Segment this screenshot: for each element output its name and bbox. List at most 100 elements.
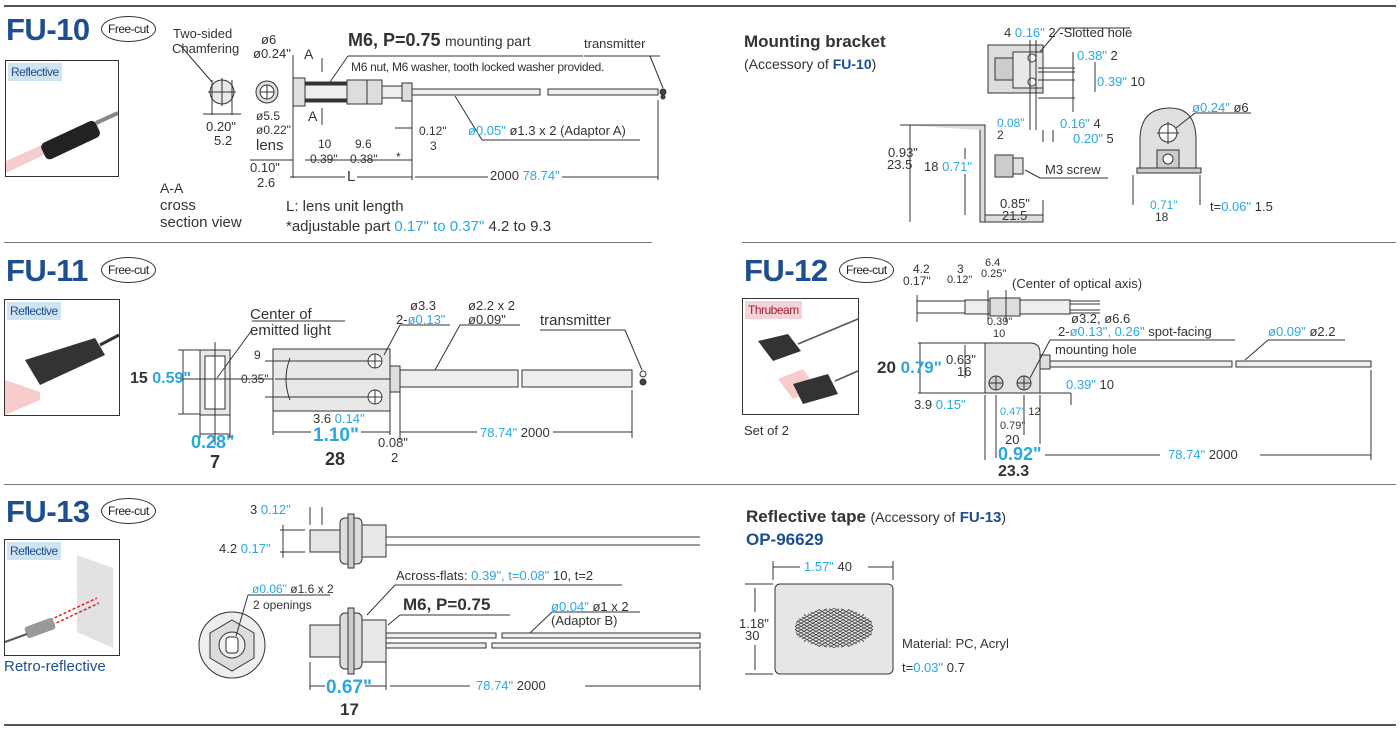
label-cross: cross xyxy=(160,197,196,214)
fu12-optical-axis: (Center of optical axis) xyxy=(1012,276,1143,291)
dim-020: 0.20" xyxy=(206,119,236,134)
fu12-fiber-spec: ø0.09" ø2.2 xyxy=(1268,324,1336,339)
tape-height-in: 1.18" xyxy=(739,616,769,631)
divider-left-1 xyxy=(4,242,652,243)
label-aa: A-A xyxy=(160,180,184,196)
fu12-dim-42: 4.2 xyxy=(913,262,930,276)
fu11-dim-2: 2 xyxy=(391,450,399,465)
fu12-dim-079: 0.79" xyxy=(1000,420,1026,432)
bracket-drawing xyxy=(900,27,1251,223)
section-a-top: A xyxy=(304,46,314,62)
mesh-line xyxy=(828,608,873,633)
fu12-dim-017: 0.17" xyxy=(903,274,931,288)
fu12-dim-10a: 10 xyxy=(993,328,1006,340)
fu12-width-mm: 23.3 xyxy=(998,463,1030,480)
bracket-dim-18b: 18 xyxy=(1155,210,1169,224)
product-photo-fu12: Thrubeam xyxy=(742,298,859,415)
mesh-line xyxy=(823,620,872,648)
dim-038: 0.38" xyxy=(350,152,378,166)
fu12-caption: Set of 2 xyxy=(744,423,789,438)
bracket-screw-label: M3 screw xyxy=(1045,162,1101,177)
mesh-line xyxy=(862,640,865,643)
mesh-line xyxy=(814,616,867,646)
bracket-dim-071b: 0.71" xyxy=(1150,198,1178,212)
note-lens-length: L: lens unit length xyxy=(286,198,404,215)
fu11-width-in: 0.28" xyxy=(191,432,235,452)
mesh-line xyxy=(794,607,835,631)
fu11-dim-36: 3.6 0.14" xyxy=(313,411,365,426)
mesh-line xyxy=(796,620,845,648)
bracket-dim-18: 18 0.71" xyxy=(924,159,973,174)
fiber-spec-fu10: ø0.05" ø1.3 x 2 (Adaptor A) xyxy=(468,123,626,138)
bracket-dim-235: 23.5 xyxy=(887,157,913,172)
dim-012: 0.12" xyxy=(419,124,447,138)
fu12-dim-012: 0.12" xyxy=(947,274,973,286)
mesh-line xyxy=(796,608,845,636)
model-title-fu11: FU-11 xyxy=(6,253,88,288)
bracket-dim-215: 21.5 xyxy=(1002,208,1028,223)
free-cut-badge-fu12: Free-cut xyxy=(839,257,894,283)
fu12-drawing xyxy=(916,290,1372,460)
label-center-emitted-1: Center of xyxy=(250,306,312,323)
thread-spec-fu10: M6, P=0.75 mounting part xyxy=(348,30,531,50)
dim-26: 2.6 xyxy=(257,175,276,190)
fu13-across-flats: Across-flats: 0.39", t=0.08" 10, t=2 xyxy=(396,568,594,583)
fu12-dim-20: 20 xyxy=(1005,432,1020,447)
tape-height-mm: 30 xyxy=(745,628,760,643)
fu13-opening-spec: ø0.06" ø1.6 x 2 xyxy=(252,582,334,596)
dim-10: 10 xyxy=(318,137,332,151)
label-center-emitted-2: emitted light xyxy=(250,322,331,339)
model-title-fu13: FU-13 xyxy=(6,494,90,529)
tape-material: Material: PC, Acryl xyxy=(902,636,1009,651)
bracket-accessory-note: (Accessory of FU-10) xyxy=(744,56,877,72)
label-two-sided: Two-sided xyxy=(173,26,233,41)
bottom-rule xyxy=(4,724,1396,726)
fu11-dim-035: 0.35" xyxy=(241,372,269,386)
fu12-dim-039b: 0.39" 10 xyxy=(1066,377,1115,392)
fu12-mounting-hole: mounting hole xyxy=(1055,342,1137,357)
fu13-width-in: 0.67" xyxy=(326,677,372,698)
cable-length-fu12: 78.74" 2000 xyxy=(1164,447,1242,462)
model-title-fu12: FU-12 xyxy=(744,253,828,288)
bracket-dim-039: 0.39" 10 xyxy=(1097,74,1146,89)
mesh-line xyxy=(833,607,874,631)
dim-dia55: ø5.5 xyxy=(256,109,281,123)
sensor-type-tag: Reflective xyxy=(7,542,61,560)
mesh-line xyxy=(803,611,858,642)
mesh-line xyxy=(833,625,874,649)
mesh-line xyxy=(801,616,854,646)
fu13-drawing xyxy=(198,507,701,690)
fu11-length-mm: 28 xyxy=(325,449,346,469)
mesh-line xyxy=(828,623,873,648)
mesh-line xyxy=(862,613,865,616)
fu12-dim-39: 3.9 0.15" xyxy=(914,397,966,412)
cable-length-fu10: 2000 78.74" xyxy=(488,168,562,183)
model-title-fu10: FU-10 xyxy=(6,12,90,47)
tape-mesh xyxy=(794,607,874,649)
fu11-dim-9: 9 xyxy=(254,348,261,362)
fu13-fiber-spec: ø0.04" ø1 x 2 xyxy=(551,599,629,614)
sensor-type-tag: Reflective xyxy=(8,63,62,81)
dim-039: 0.39" xyxy=(310,152,338,166)
label-lens: lens xyxy=(256,137,284,154)
fu13-adaptor: (Adaptor B) xyxy=(551,613,618,628)
fu11-dim-008: 0.08" xyxy=(378,435,408,450)
cable-length-fu13: 78.74" 2000 xyxy=(476,678,546,693)
mesh-line xyxy=(840,608,874,627)
mesh-line xyxy=(801,610,854,640)
mesh-line xyxy=(803,614,858,645)
label-transmitter-fu11: transmitter xyxy=(540,312,611,329)
nut-note: M6 nut, M6 washer, tooth locked washer p… xyxy=(351,60,605,74)
photo-fu13-illustration xyxy=(5,555,113,648)
fu11-drawing xyxy=(178,320,647,445)
bracket-dim-016: 0.16" 4 xyxy=(1060,116,1101,131)
fu13-caption: Retro-reflective xyxy=(4,658,106,675)
bracket-dim-020: 0.20" 5 xyxy=(1073,131,1114,146)
fu12-height: 20 0.79" xyxy=(877,358,942,377)
fu12-dim-047: 0.47" 12 xyxy=(1000,406,1041,418)
tape-thickness: t=0.03" 0.7 xyxy=(902,660,965,675)
dim-52: 5.2 xyxy=(214,133,233,148)
fu13-thread-spec: M6, P=0.75 xyxy=(403,595,491,614)
fu13-width-mm: 17 xyxy=(340,700,359,719)
dim-010: 0.10" xyxy=(250,160,280,175)
